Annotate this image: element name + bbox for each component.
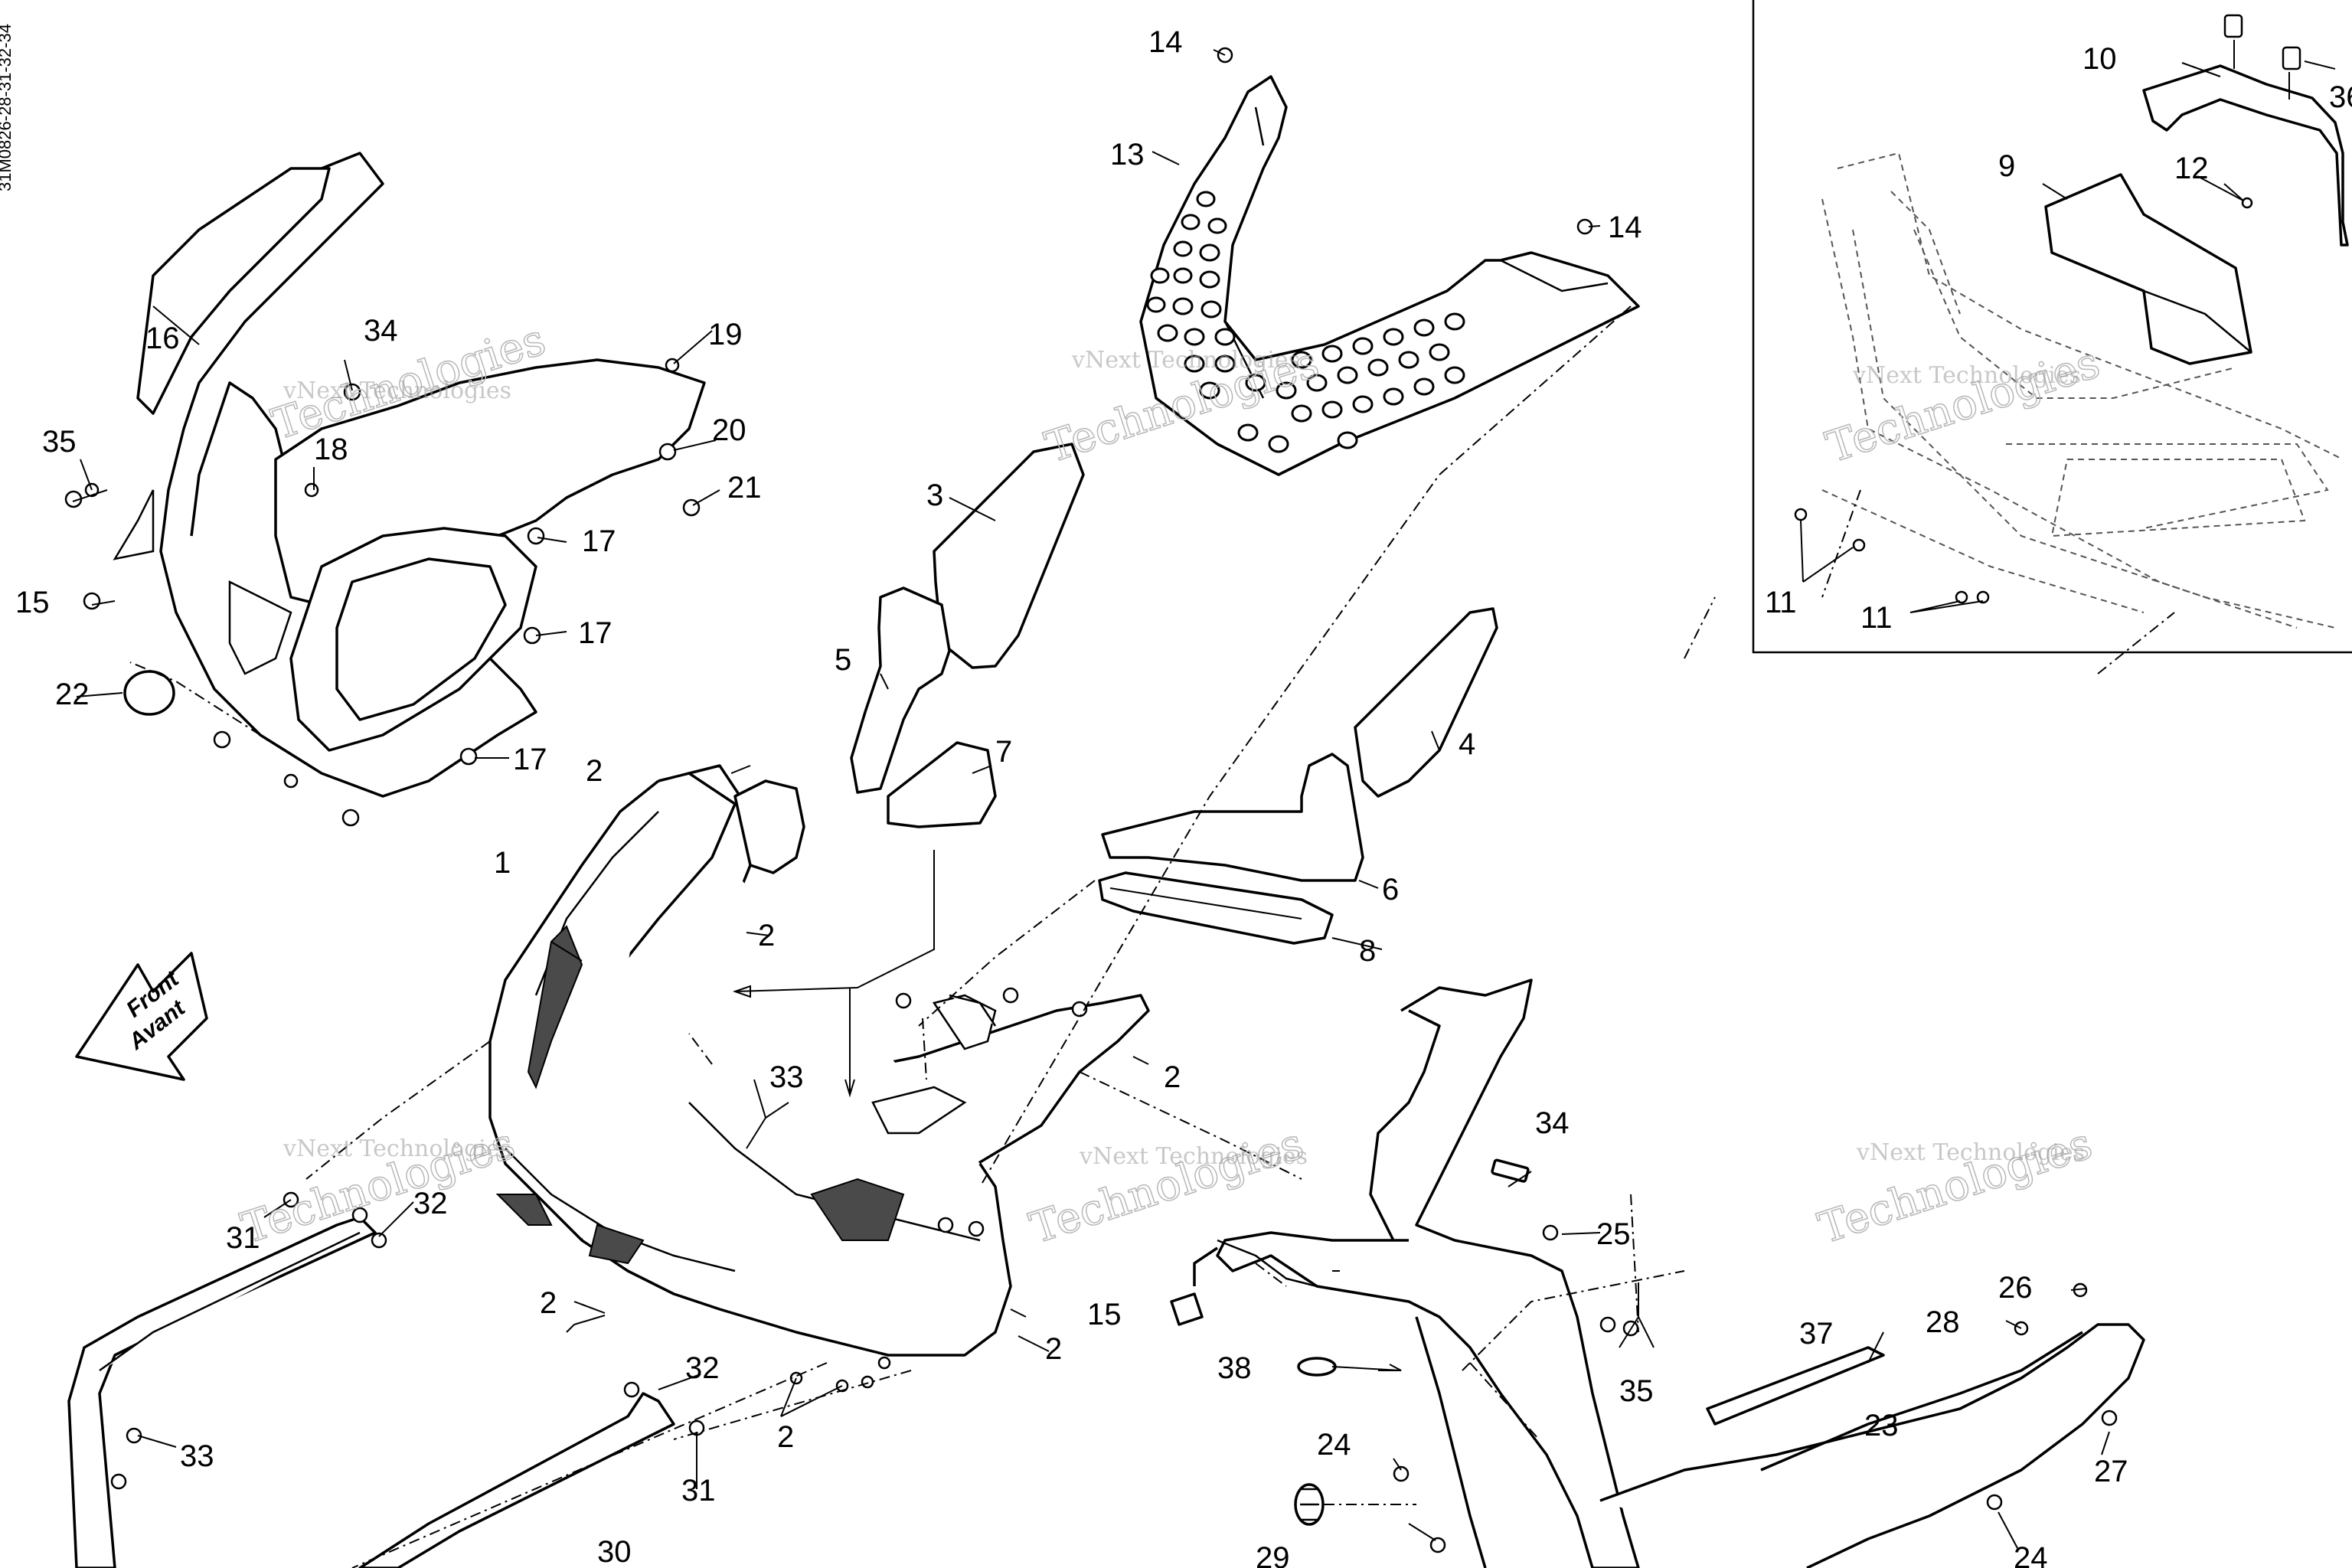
callout-24: 24	[2014, 1541, 2048, 1568]
watermark-text: vNext Technologies	[1856, 1139, 2085, 1166]
watermark-text: vNext Technologies	[1852, 362, 2081, 389]
front-direction-badge: Front Avant	[75, 952, 208, 1081]
callout-25: 25	[1596, 1217, 1631, 1251]
inset-part-9-deflector	[2044, 173, 2252, 365]
callout-30: 30	[597, 1535, 632, 1568]
callout-16: 16	[145, 322, 180, 355]
watermark-text: vNext Technologies	[283, 1135, 511, 1162]
assembly-lines	[129, 305, 2175, 1568]
callouts: 1 2 2 2 2 2 2 3 4 5 6 7 8 9 10 11 11 12 …	[15, 25, 2352, 1568]
callout-15: 15	[15, 586, 50, 619]
callout-11: 11	[1765, 586, 1797, 619]
callout-2: 2	[758, 919, 775, 952]
callout-37: 37	[1799, 1317, 1834, 1351]
callout-34: 34	[1535, 1106, 1570, 1140]
callout-22: 22	[55, 678, 90, 711]
callout-20: 20	[712, 413, 746, 447]
leader-lines	[72, 49, 2336, 1549]
callout-18: 18	[314, 433, 348, 466]
callout-14: 14	[1608, 211, 1642, 244]
callout-5: 5	[835, 643, 851, 677]
part-8-strip	[1098, 871, 1334, 945]
callout-21: 21	[727, 471, 762, 505]
callout-29: 29	[1256, 1541, 1290, 1568]
part-6-pad	[1101, 753, 1364, 882]
callout-2: 2	[1164, 1060, 1181, 1094]
part-5-pad	[850, 586, 951, 794]
callout-14: 14	[1148, 25, 1183, 59]
callout-23: 23	[1864, 1409, 1899, 1442]
callout-31: 31	[226, 1221, 260, 1255]
callout-38: 38	[1217, 1351, 1252, 1385]
callout-2: 2	[1045, 1332, 1062, 1366]
callout-17: 17	[582, 524, 616, 558]
reference-code: 31M0826-28-31-32-34	[0, 24, 15, 191]
callout-2: 2	[540, 1286, 557, 1320]
part-38-grommet	[1297, 1357, 1337, 1377]
part-7-pad	[887, 741, 997, 828]
callout-9: 9	[1998, 149, 2015, 183]
part-13-lower-panel	[1139, 47, 1640, 476]
callout-4: 4	[1459, 727, 1475, 761]
part-1-fairing	[488, 764, 1150, 1393]
callout-13: 13	[1110, 138, 1145, 172]
callout-31: 31	[681, 1474, 716, 1508]
callout-3: 3	[926, 479, 943, 512]
watermark-text: vNext Technologies	[1071, 347, 1300, 374]
callout-35: 35	[1619, 1374, 1654, 1408]
watermark-outline: Technologies	[1821, 338, 2106, 472]
callout-17: 17	[578, 616, 612, 650]
callout-11: 11	[1860, 601, 1893, 635]
callout-8: 8	[1359, 934, 1376, 968]
callout-32: 32	[413, 1187, 448, 1220]
callout-27: 27	[2094, 1455, 2128, 1488]
callout-10: 10	[2082, 42, 2117, 76]
upper-left-assembly	[64, 152, 706, 827]
callout-32: 32	[685, 1351, 720, 1385]
part-3-pad	[933, 443, 1085, 669]
part-4-pad	[1354, 607, 1498, 798]
callout-33: 33	[180, 1439, 214, 1473]
callout-26: 26	[1998, 1271, 2033, 1305]
callout-12: 12	[2174, 152, 2209, 185]
callout-33: 33	[769, 1060, 804, 1094]
callout-15: 15	[1087, 1298, 1122, 1331]
watermark-text: vNext Technologies	[283, 377, 511, 404]
callout-1: 1	[494, 846, 511, 880]
part-22-cap	[123, 670, 175, 716]
part-34-plate	[1491, 1158, 1530, 1183]
panel-13-holes	[1146, 191, 1465, 453]
watermark-text: vNext Technologies	[1079, 1143, 1308, 1170]
callout-24: 24	[1317, 1428, 1351, 1462]
callout-19: 19	[708, 318, 743, 351]
callout-6: 6	[1382, 873, 1399, 906]
inset-view	[1752, 0, 2352, 654]
callout-7: 7	[995, 735, 1012, 769]
callout-2: 2	[777, 1420, 794, 1454]
inset-part-10-bracket	[2142, 64, 2349, 247]
callout-34: 34	[364, 314, 398, 348]
callout-17: 17	[513, 743, 547, 776]
callout-28: 28	[1926, 1305, 1960, 1339]
callout-36: 36	[2329, 80, 2352, 114]
callout-35: 35	[42, 425, 77, 459]
callout-2: 2	[586, 754, 603, 788]
part-15-clip	[1170, 1292, 1204, 1326]
